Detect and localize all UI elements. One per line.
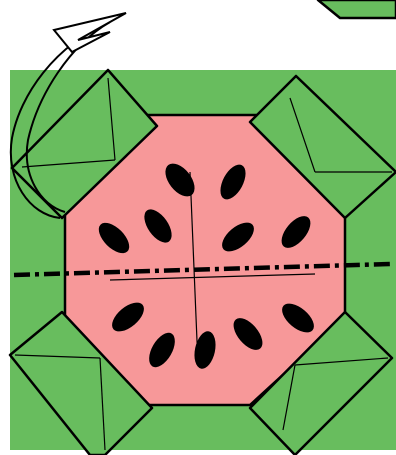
top-right-partial-flap xyxy=(318,0,396,18)
